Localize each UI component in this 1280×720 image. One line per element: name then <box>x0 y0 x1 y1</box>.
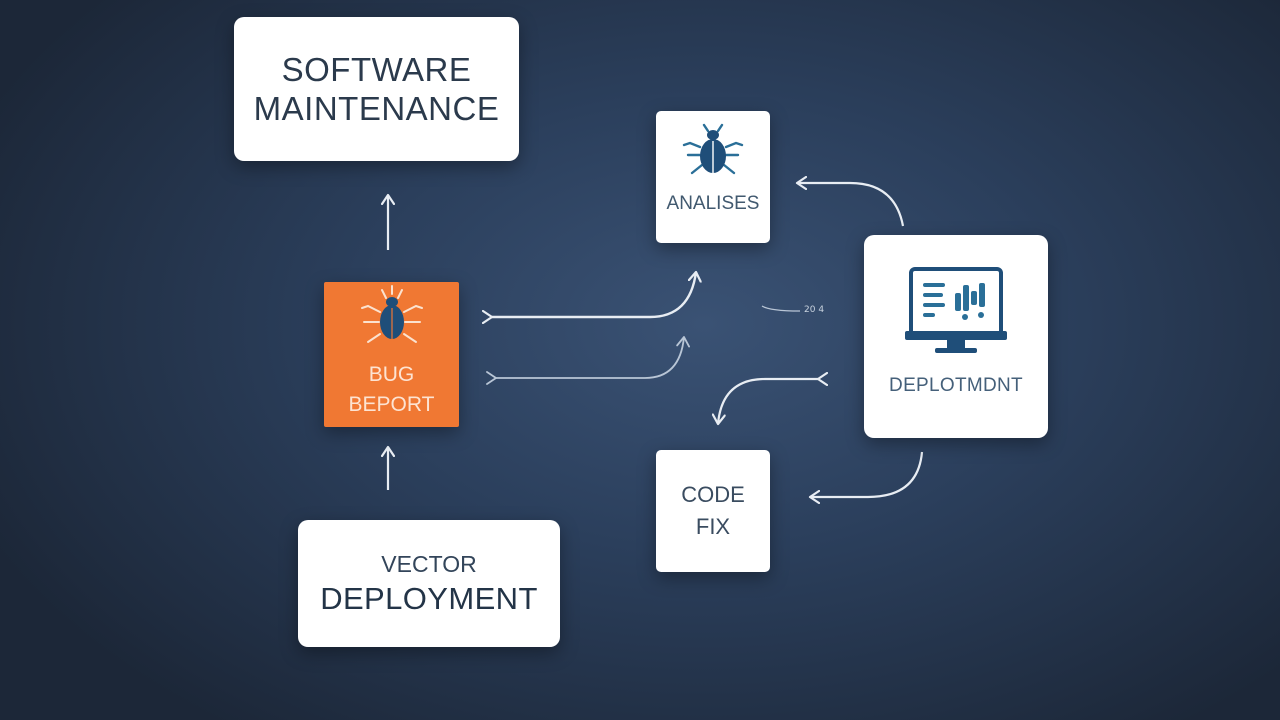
maintenance-line2: MAINTENANCE <box>253 90 500 127</box>
bug-icon <box>682 123 744 175</box>
code-fix-line2: FIX <box>695 514 731 539</box>
analyses-node: ANALISES <box>656 111 770 243</box>
software-maintenance-node: SOFTWARE MAINTENANCE <box>234 17 519 161</box>
code-fix-line1: CODE <box>681 482 745 507</box>
arrow-bug-analyses-upper <box>492 272 696 317</box>
bug-report-line2: BEPORT <box>348 393 435 416</box>
monitor-icon <box>905 267 1007 353</box>
deployment-node: DEPLOTMDNT <box>864 235 1048 438</box>
maintenance-line1: SOFTWARE <box>281 51 472 88</box>
vector-deployment-line1: VECTOR <box>381 550 477 577</box>
arrow-deployment-code-fix <box>718 379 818 424</box>
vector-deployment-line2: DEPLOYMENT <box>320 580 538 616</box>
bug-report-node: BUG BEPORT <box>324 282 459 427</box>
arrow-deployment-to-analyses <box>797 183 905 227</box>
analyses-label: ANALISES <box>666 193 760 214</box>
arrow-bug-analyses-lower <box>486 336 690 385</box>
deployment-label: DEPLOTMDNT <box>889 375 1023 396</box>
code-fix-node: CODE FIX <box>656 450 770 572</box>
vector-deployment-node: VECTOR DEPLOYMENT <box>298 520 560 647</box>
arrow-deployment-to-code-fix <box>810 451 924 497</box>
stray-label: 20 4 <box>804 305 825 315</box>
bug-report-line1: BUG <box>368 363 415 386</box>
bug-icon <box>360 285 423 343</box>
arrow-stray-short <box>761 305 801 312</box>
